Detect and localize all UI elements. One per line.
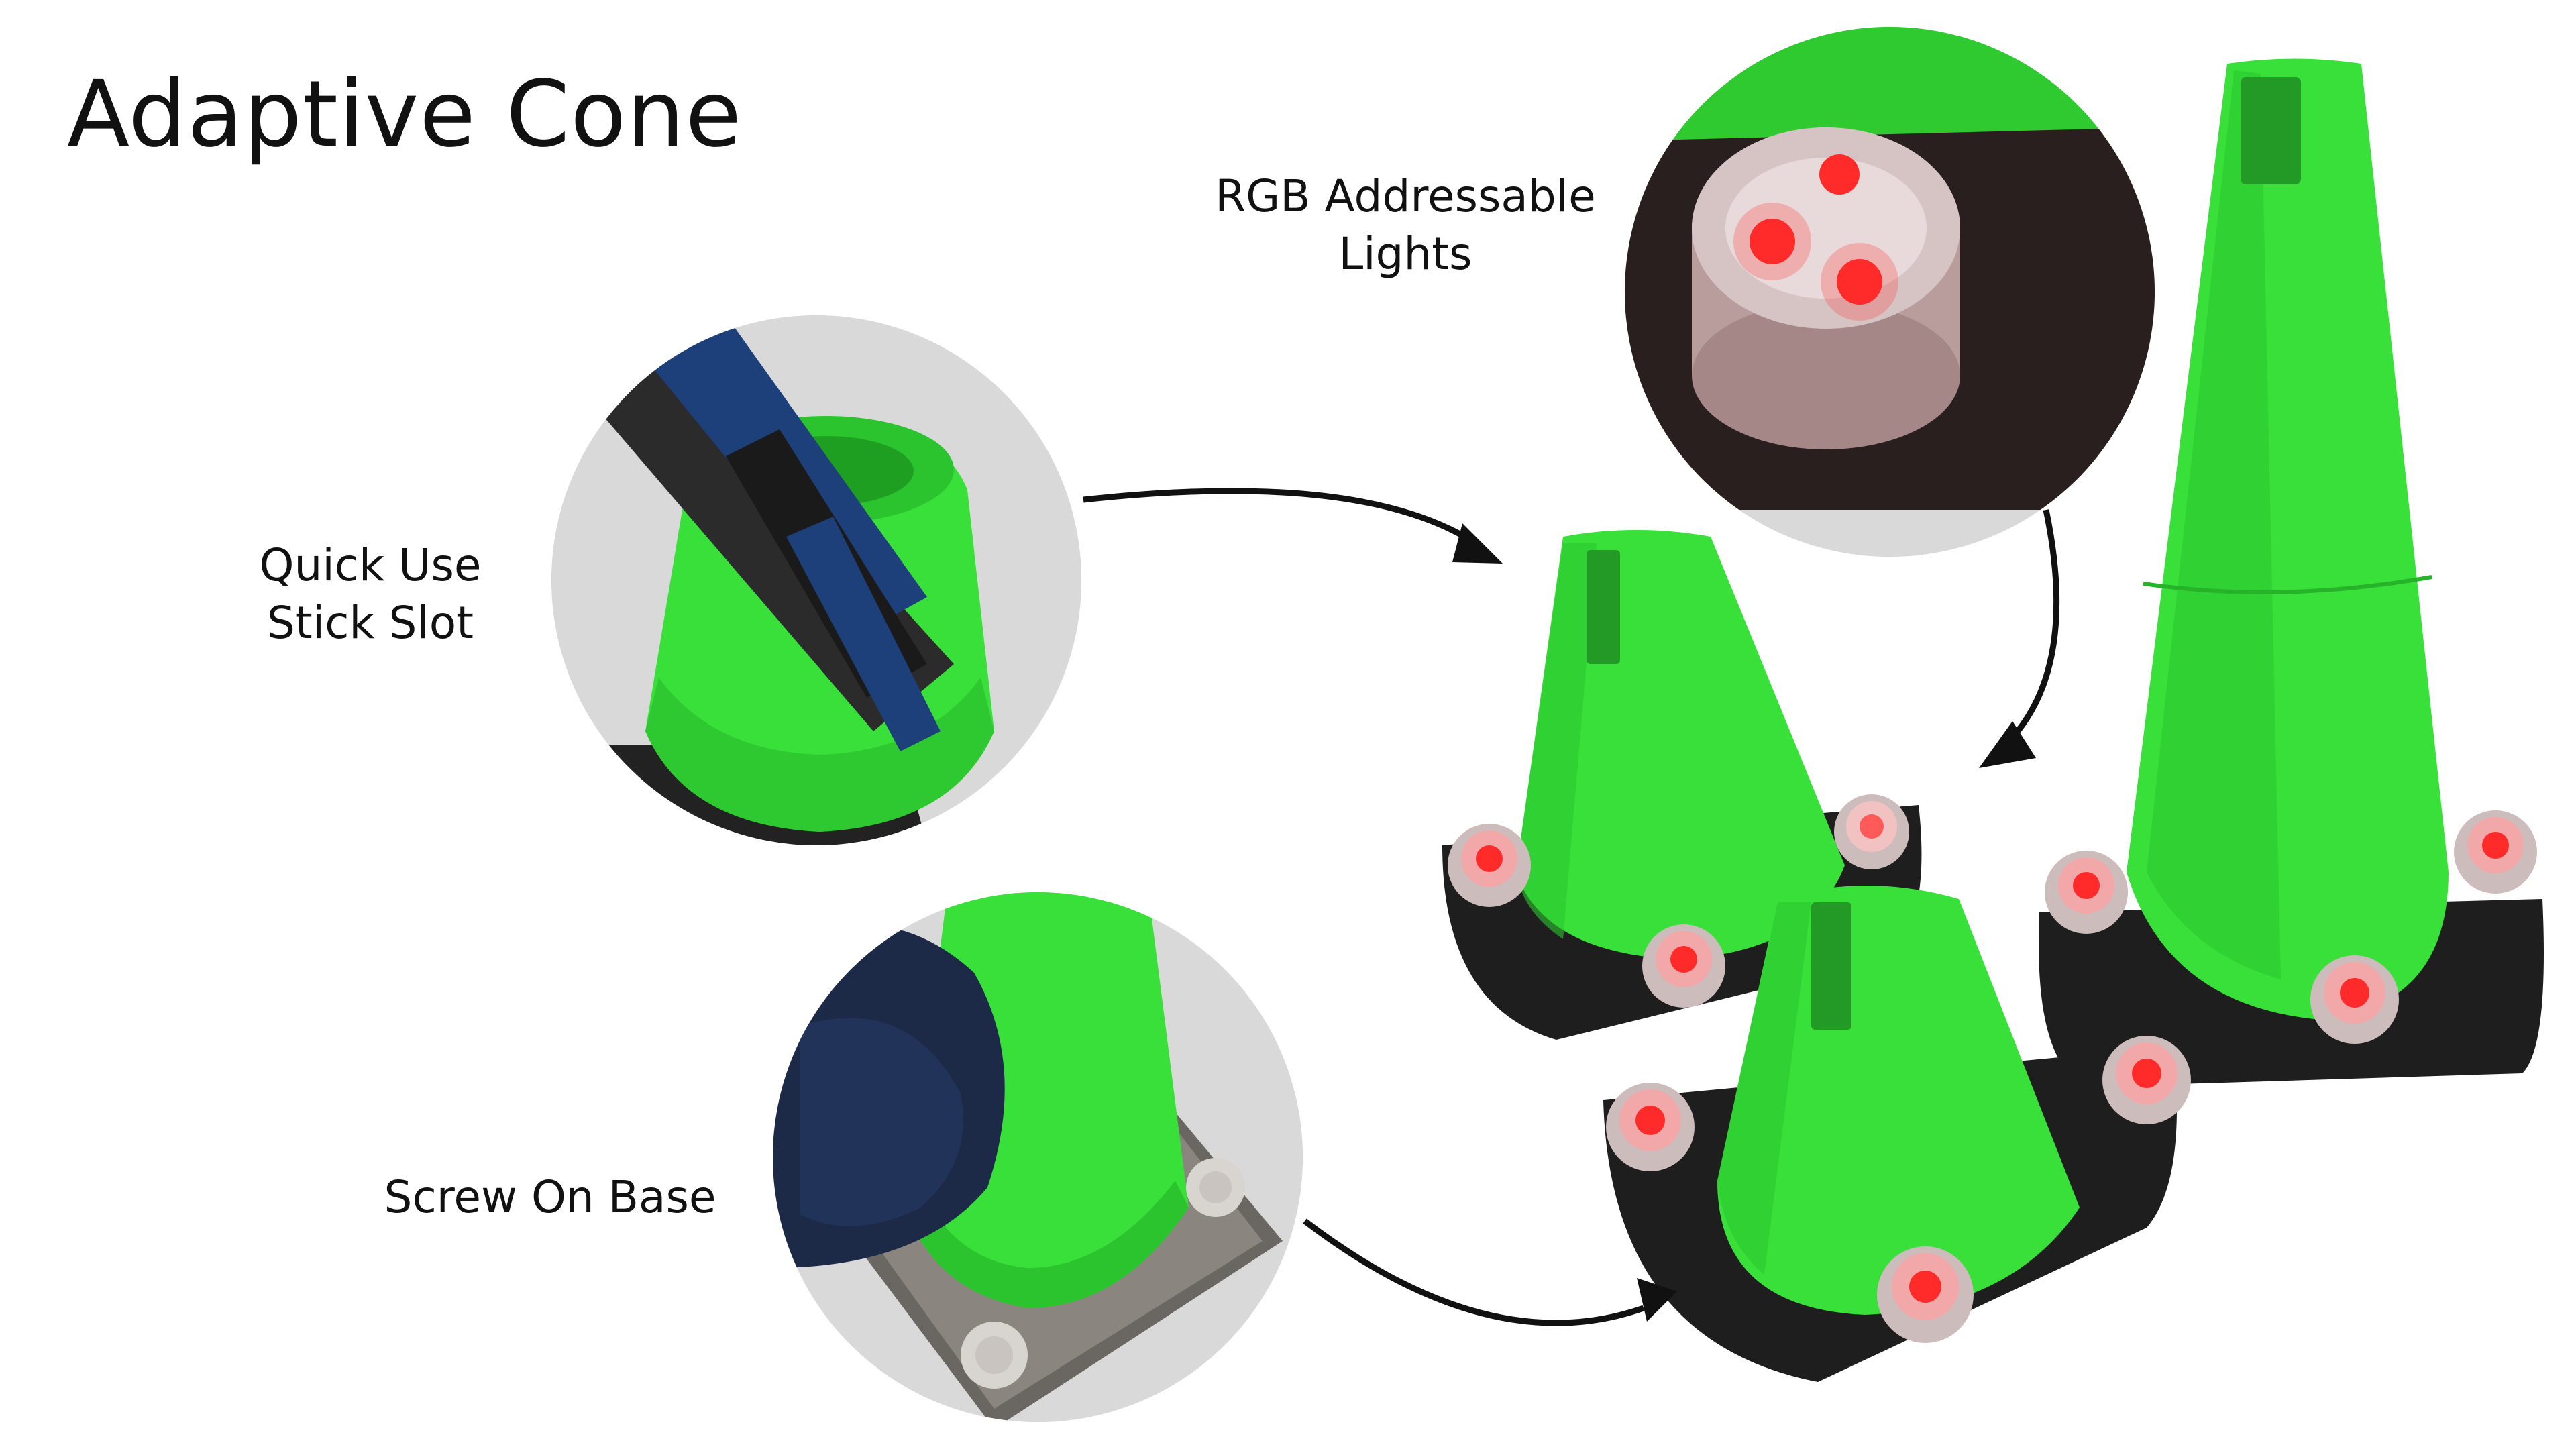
screw-base-detail-photo [773,892,1303,1422]
stick-slot-arrowhead [1452,523,1503,564]
screw-base-label-line1: Screw On Base [384,1171,716,1223]
rgb-lights-arrow [2003,509,2060,747]
small-cone-front [1603,885,2191,1382]
stick-slot-detail-photo [551,315,1081,845]
screw-base-arrow [1303,1218,1645,1326]
led-puck [2454,810,2537,894]
screw-base-arrowhead [1637,1278,1677,1322]
led-puck [1448,824,1531,907]
led-puck [1642,924,1725,1008]
stick-slot-arrow [1083,488,1478,546]
led-puck [2310,955,2399,1044]
led-puck [2045,851,2128,934]
stick-slot-label-line1: Quick Use [259,539,482,591]
rgb-lights-arrowhead [1979,721,2036,768]
led-puck [2102,1036,2191,1124]
stick-slot-label: Quick Use Stick Slot [250,537,491,652]
led-puck [1606,1083,1695,1171]
screw-base-label: Screw On Base [362,1169,738,1226]
rgb-lights-label-line1: RGB Addressable [1215,170,1596,222]
rgb-lights-label: RGB Addressable Lights [1187,168,1623,283]
led-puck [1877,1246,1974,1343]
led-puck [1834,794,1909,869]
page-title: Adaptive Cone [67,62,743,168]
stick-slot-label-line2: Stick Slot [266,597,474,649]
rgb-lights-label-line2: Lights [1338,228,1472,280]
small-cone-left [1442,530,1922,1040]
rgb-lights-detail-photo [1625,27,2155,557]
tall-cone [2039,58,2544,1087]
